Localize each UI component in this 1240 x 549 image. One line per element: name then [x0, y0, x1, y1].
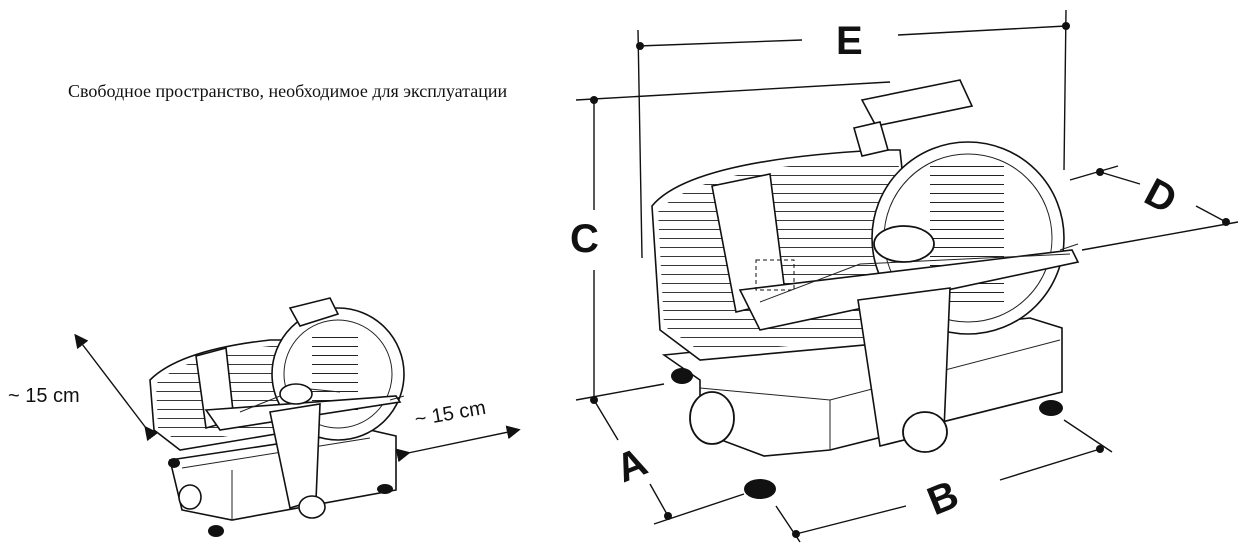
side-clearance-label: ~ 15 cm	[8, 385, 80, 407]
clearance-caption: Свободное пространство, необходимое для …	[68, 81, 508, 101]
dimension-label-b: B	[921, 472, 964, 524]
dimension-label-a: A	[610, 440, 653, 492]
dimension-lines	[575, 9, 1239, 543]
side-clearance-arrow	[74, 333, 159, 442]
large-slicer-illustration	[651, 79, 1080, 499]
small-slicer-illustration	[149, 297, 405, 537]
dimension-label-c: C	[570, 217, 599, 261]
rear-clearance-arrow	[395, 425, 521, 463]
rear-clearance-label: ~ 15 cm	[413, 397, 487, 431]
dimension-label-d: D	[1138, 170, 1184, 222]
dimension-label-e: E	[836, 19, 863, 63]
